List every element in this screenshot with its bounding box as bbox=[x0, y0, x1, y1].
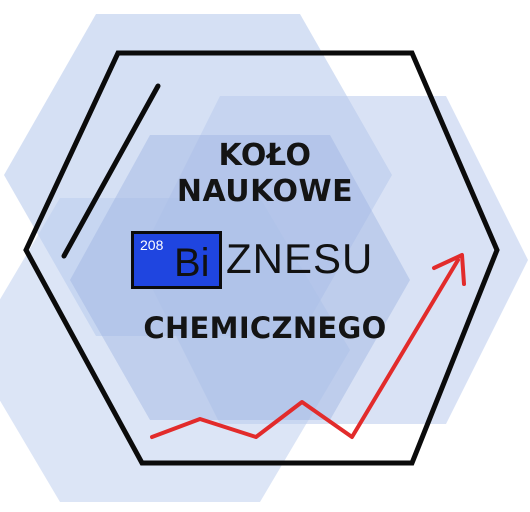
hexagon-accent-line bbox=[61, 83, 161, 259]
logo-text-line-1: KOŁO bbox=[218, 138, 312, 173]
growth-arrow-head bbox=[432, 253, 466, 286]
background-hexagon-center bbox=[70, 135, 410, 420]
periodic-element-tile: 208 Bi bbox=[131, 231, 222, 289]
element-atomic-mass: 208 bbox=[140, 237, 164, 253]
main-hexagon-outline bbox=[23, 50, 500, 466]
logo-text-line-2: NAUKOWE bbox=[176, 174, 354, 209]
element-symbol: Bi bbox=[174, 241, 210, 285]
growth-arrow-line bbox=[150, 258, 460, 439]
background-hexagon-bottom bbox=[0, 198, 350, 502]
logo-text-line-4: CHEMICZNEGO bbox=[143, 311, 387, 345]
logo-text-word-remainder: ZNESU bbox=[226, 235, 374, 282]
